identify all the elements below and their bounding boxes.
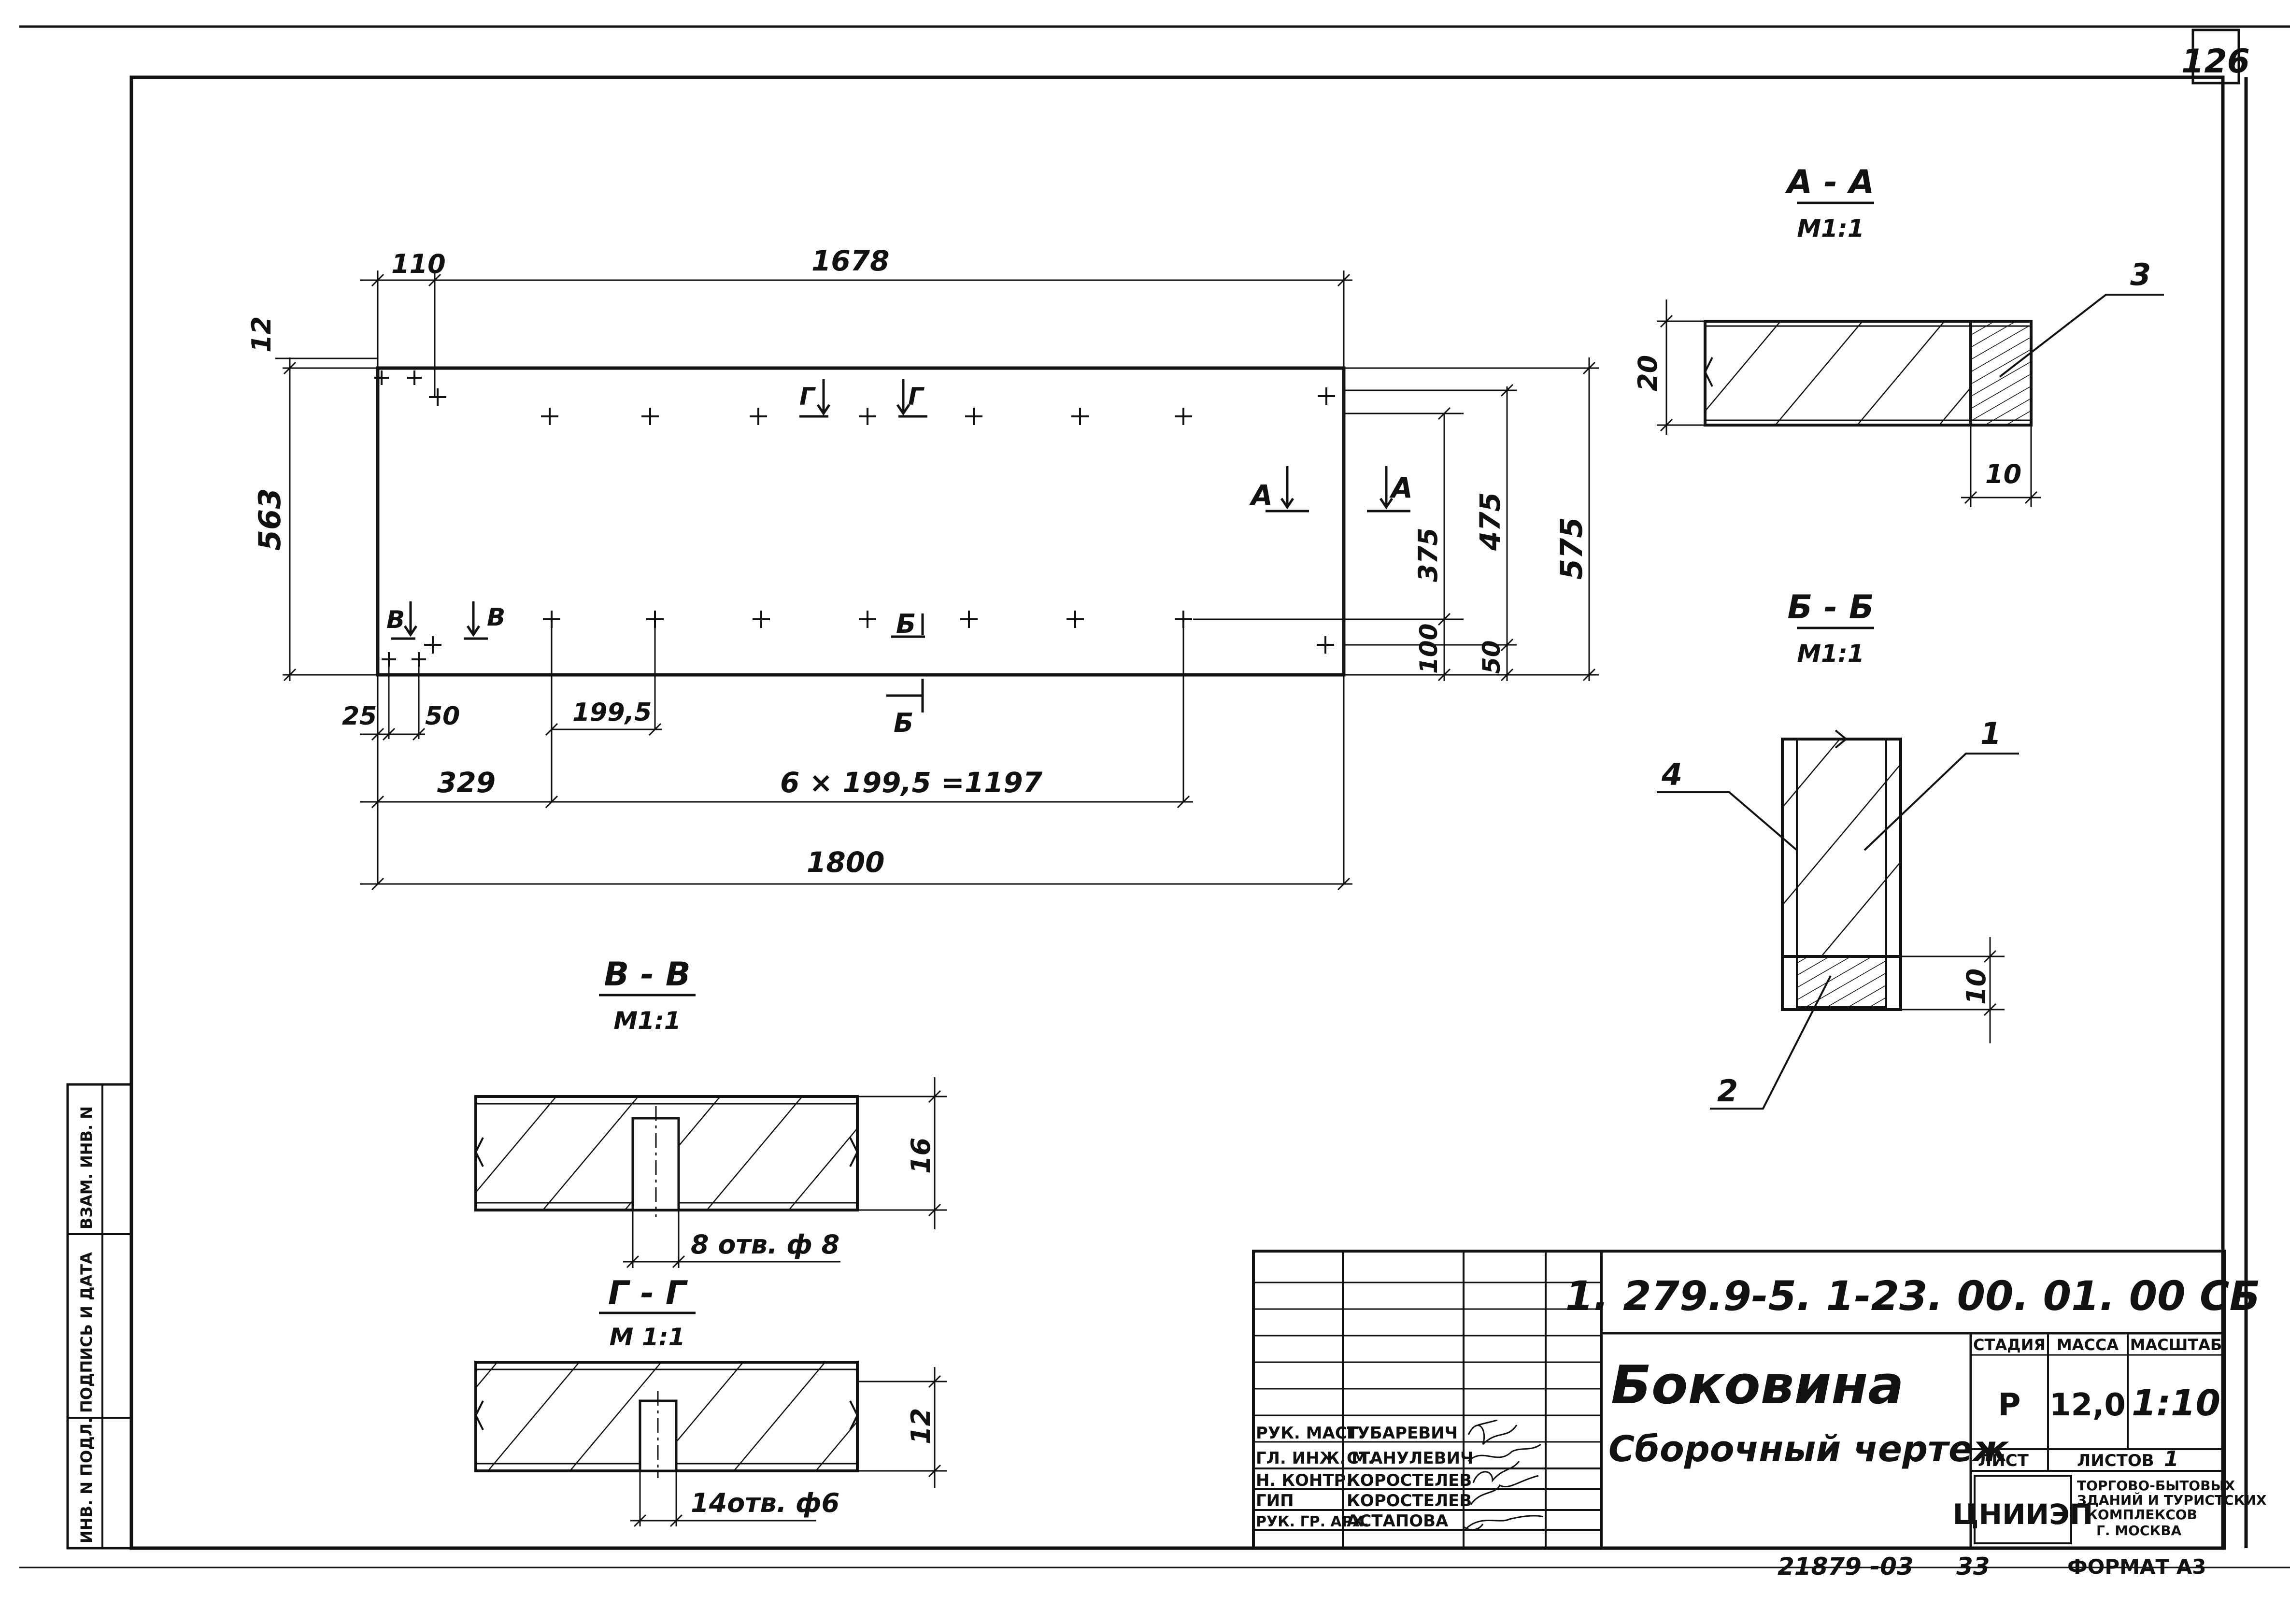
main-view: 110 1678 12 563 25 50 199,5 329 6 × 199,… [246,244,1599,891]
org-text-2: ЗДАНИЙ И ТУРИСТСКИХ [2077,1492,2267,1508]
dim-575: 575 [1554,517,1589,580]
section-bb-scale: М1:1 [1797,640,1864,668]
cut-g-left: Г [799,383,816,411]
sheets-label: ЛИСТОВ [2077,1451,2154,1470]
section-gg-dim-12: 12 [906,1408,936,1444]
strip-signature-date: ПОДПИСЬ И ДАТА [77,1252,96,1413]
dimension-lines [283,273,1596,891]
org-logo: ЦНИИЭП [1953,1498,2093,1531]
footer-format: ФОРМАТ А3 [2067,1555,2206,1579]
section-mark-letters: Г Г А А В В Б Б [386,383,1413,738]
dim-12: 12 [246,316,277,353]
title-block: 1. 279.9-5. 1-23. 00. 01. 00 СБ Боковина… [1252,1250,2267,1550]
dim-563: 563 [252,488,287,551]
name-4: АСТАПОВА [1347,1511,1449,1531]
scale-value: 1:10 [2132,1382,2220,1424]
org-text-4: Г. МОСКВА [2096,1523,2182,1539]
sheets-count: 1 [2164,1447,2179,1471]
section-aa-dim-10: 10 [1985,459,2021,489]
dim-199-5: 199,5 [572,698,652,727]
strip-inv-podl: ИНВ. N ПОДЛ. [77,1418,96,1543]
extension-lines [275,271,1599,884]
section-gg: Г - Г М 1:1 14отв. ф6 12 [474,1274,947,1527]
org-logo-box [1974,1475,2072,1544]
section-bb-dim-10: 10 [1961,969,1991,1005]
cut-v-left: В [386,606,405,634]
cut-v-right: В [487,603,505,631]
scale-label: МАСШТАБ [2130,1336,2222,1354]
dim-329: 329 [437,766,496,799]
cut-b-bottom: Б [894,708,913,738]
name-3: КОРОСТЕЛЕВ [1347,1491,1472,1510]
name-0: ГУБАРЕВИЧ [1347,1424,1458,1443]
mass-label: МАССА [2057,1336,2119,1354]
dim-1678: 1678 [811,244,889,277]
role-2: Н. КОНТР. [1256,1471,1352,1490]
section-bb-title: Б - Б [1787,588,1874,627]
sheet-number: 126 [2181,43,2250,81]
part-name: Боковина [1611,1354,1904,1416]
dim-6x199: 6 × 199,5 =1197 [780,766,1043,799]
footer: 21879 -03 33 ФОРМАТ А3 [1778,1553,2206,1581]
section-aa-dim-20: 20 [1633,355,1663,391]
section-bb-callout-4: 4 [1661,757,1682,792]
doc-code: 1. 279.9-5. 1-23. 00. 01. 00 СБ [1565,1272,2260,1320]
stage-label: СТАДИЯ [1973,1336,2046,1354]
holes-top-row [374,370,1335,425]
name-1: СТАНУЛЕВИЧ [1347,1449,1473,1468]
strip-vzam-inv: ВЗАМ. ИНВ. N [77,1106,96,1229]
section-vv-scale: М1:1 [613,1007,681,1035]
section-marks [391,379,1410,712]
section-gg-scale: М 1:1 [610,1323,685,1351]
dim-100: 100 [1415,624,1443,674]
dim-50-left: 50 [425,702,460,731]
cut-g-right: Г [908,383,925,411]
section-vv: В - В М1:1 8 отв. ф 8 16 [474,955,947,1268]
section-vv-dim-16: 16 [906,1138,936,1174]
role-3: ГИП [1256,1491,1294,1510]
dim-110: 110 [391,249,446,279]
section-gg-holes: 14отв. ф6 [691,1488,839,1518]
cut-b-top: Б [896,609,916,639]
section-aa-scale: М1:1 [1797,214,1864,242]
role-0: РУК. МАСТ. [1256,1424,1365,1443]
dim-25: 25 [342,702,377,731]
role-4: РУК. ГР. АРХ. [1256,1513,1369,1530]
org-text-3: КОМПЛЕКСОВ [2087,1507,2197,1523]
section-aa-title: А - А [1785,163,1875,201]
dimension-values: 110 1678 12 563 25 50 199,5 329 6 × 199,… [246,244,1589,879]
dim-1800: 1800 [807,846,884,879]
dim-375: 375 [1413,527,1443,582]
stage-value: Р [1998,1387,2021,1423]
section-gg-title: Г - Г [608,1274,688,1312]
role-1: ГЛ. ИНЖ. М. [1256,1449,1374,1468]
dim-50-right: 50 [1478,640,1506,674]
part-subtitle: Сборочный чертеж [1608,1428,2009,1470]
dim-475: 475 [1474,492,1507,551]
cut-a-right: А [1389,471,1413,504]
section-vv-holes: 8 отв. ф 8 [691,1229,839,1260]
name-2: КОРОСТЕЛЕВ [1347,1471,1472,1490]
section-bb-callout-1: 1 [1980,716,2001,751]
section-aa-callout-3: 3 [2130,257,2151,292]
section-aa: А - А М1:1 20 10 3 [1633,163,2164,507]
mass-value: 12,0 [2049,1387,2126,1423]
footer-inv: 21879 -03 [1778,1553,1914,1581]
sheet-frame: 126 [19,25,2290,1568]
footer-num: 33 [1956,1553,1990,1581]
section-vv-title: В - В [604,955,690,994]
section-bb-callout-2: 2 [1717,1073,1738,1109]
left-margin-strip: ИНВ. N ПОДЛ. ПОДПИСЬ И ДАТА ВЗАМ. ИНВ. N [66,1083,133,1550]
cut-a-left: А [1249,479,1273,512]
signatures [1463,1419,1544,1531]
sheet-label: ЛИСТ [1978,1451,2029,1470]
holes-bottom-row [382,611,1334,667]
section-bb: Б - Б М1:1 10 1 4 2 [1657,588,2019,1110]
org-text-1: ТОРГОВО-БЫТОВЫХ [2077,1478,2235,1494]
